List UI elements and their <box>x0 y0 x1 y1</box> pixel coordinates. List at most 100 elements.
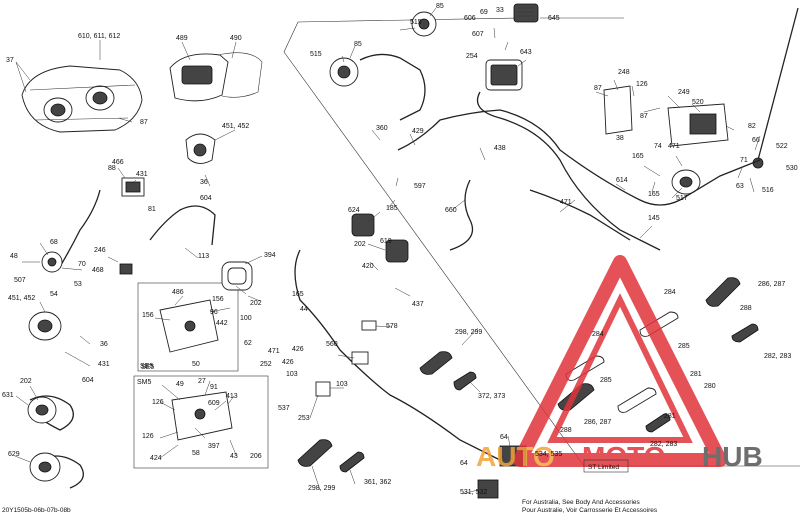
callout-label: 517 <box>676 195 688 202</box>
callout-label: 36 <box>200 179 208 186</box>
australia-note-en: For Australia, See Body And Accessories <box>522 499 641 506</box>
callout-label: 604 <box>82 377 94 384</box>
callout-label: 33 <box>496 7 504 14</box>
callout-label: 372, 373 <box>478 393 505 400</box>
callout-label: 437 <box>412 301 424 308</box>
handlebar-harness <box>149 205 216 246</box>
callout-label: 202 <box>20 378 32 385</box>
handlebar-control-right <box>29 452 61 482</box>
callout-label: 660 <box>445 207 457 214</box>
callout-label: 249 <box>678 89 690 96</box>
callout-label: 64 <box>460 460 468 467</box>
callout-label: 285 <box>600 377 612 384</box>
callout-label: 522 <box>776 143 788 150</box>
callout-label: 431 <box>136 171 148 178</box>
harness-branch-2 <box>449 179 474 251</box>
callout-label: 53 <box>74 281 82 288</box>
callout-label: 631 <box>2 392 14 399</box>
callout-label: 507 <box>14 277 26 284</box>
callout-label: 103 <box>286 371 298 378</box>
callout-label: 27 <box>198 378 206 385</box>
watermark-auto: AUTO <box>476 441 555 472</box>
front-harness <box>57 189 101 271</box>
se5-box <box>137 282 239 372</box>
callout-label: 253 <box>298 415 310 422</box>
callout-label: 629 <box>8 451 20 458</box>
callout-label: 451, 452 <box>8 295 35 302</box>
grommet-ring <box>221 261 253 291</box>
callout-label: 486 <box>172 289 184 296</box>
callout-label: 298, 299 <box>308 485 335 492</box>
harness-branch-1 <box>476 91 661 251</box>
callout-label: 643 <box>520 49 532 56</box>
callout-label: 520 <box>692 99 704 106</box>
callout-label: 202 <box>354 241 366 248</box>
callout-label: 515 <box>310 51 322 58</box>
callout-label: 82 <box>748 123 756 130</box>
callout-label: 63 <box>736 183 744 190</box>
handle-switch-619 <box>385 239 409 263</box>
callout-label: 68 <box>50 239 58 246</box>
callout-label: 288 <box>740 305 752 312</box>
callout-label: 489 <box>176 35 188 42</box>
callout-label: 282, 283 <box>650 441 677 448</box>
callout-label: 100 <box>240 315 252 322</box>
callout-label: 451, 452 <box>222 123 249 130</box>
callout-label: 66 <box>752 137 760 144</box>
callout-label: 202 <box>250 300 262 307</box>
connector-578 <box>361 320 377 331</box>
callout-label: 156 <box>212 296 224 303</box>
turn-signal-298-lower <box>297 439 333 467</box>
turn-signal-286-upper <box>705 277 741 307</box>
callout-label: 91 <box>210 384 218 391</box>
ignition-switch <box>28 311 62 341</box>
callout-label: 420 <box>362 263 374 270</box>
front-sensor <box>41 251 63 273</box>
speaker-harness <box>359 53 426 121</box>
callout-label: 38 <box>616 135 624 142</box>
callout-label: 185 <box>386 205 398 212</box>
callout-label: 285 <box>678 343 690 350</box>
callout-label: 606 <box>464 15 476 22</box>
callout-label: 431 <box>98 361 110 368</box>
callout-label: 466 <box>112 159 124 166</box>
callout-label: 88 <box>108 165 116 172</box>
handlebar-control-left <box>27 396 57 424</box>
australia-note-fr: Pour Australie, Voir Carrosserie Et Acce… <box>522 507 658 514</box>
callout-label: 286, 287 <box>758 281 785 288</box>
callout-label: 298, 299 <box>455 329 482 336</box>
callout-label: 471 <box>668 143 680 150</box>
turn-signal-298-upper <box>419 351 453 375</box>
relay <box>119 263 133 275</box>
callout-label: 165 <box>632 153 644 160</box>
callout-label: 103 <box>336 381 348 388</box>
callout-label: 578 <box>386 323 398 330</box>
callout-label: 70 <box>78 261 86 268</box>
callout-label: 50 <box>192 361 200 368</box>
callout-label: 516 <box>762 187 774 194</box>
sm5-bracket <box>171 391 233 441</box>
fuse-box <box>121 177 145 197</box>
turn-signal-282-upper <box>731 323 759 343</box>
connector-103 <box>315 381 331 397</box>
callout-label: 145 <box>648 215 660 222</box>
turn-signal-280 <box>617 387 657 413</box>
callout-label: 58 <box>192 450 200 457</box>
callout-label: 165 <box>292 291 304 298</box>
callout-label: 71 <box>740 157 748 164</box>
callout-label: 254 <box>466 53 478 60</box>
callout-label: 604 <box>200 195 212 202</box>
callout-label: 413 <box>226 393 238 400</box>
callout-label: 397 <box>208 443 220 450</box>
handle-switch-624 <box>351 213 375 237</box>
callout-label: 81 <box>148 206 156 213</box>
callout-label: 426 <box>282 359 294 366</box>
callout-label: 87 <box>140 119 148 126</box>
callout-label: 85 <box>436 3 444 10</box>
turn-signal-361 <box>339 451 365 473</box>
callout-label: 126 <box>142 433 154 440</box>
callout-label: 62 <box>244 340 252 347</box>
callout-label: 537 <box>278 405 290 412</box>
